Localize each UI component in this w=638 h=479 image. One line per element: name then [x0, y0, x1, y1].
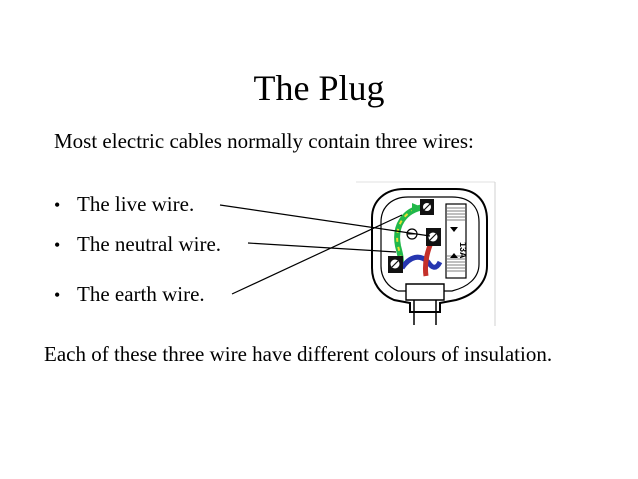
outro-text: Each of these three wire have different … — [44, 342, 553, 366]
bullet-live-wire: • The live wire. — [54, 191, 194, 218]
fuse-rating: 13A — [458, 242, 468, 259]
fuse-arrow-icon — [450, 227, 458, 232]
pointer-earth — [231, 214, 403, 295]
earth-wire-tip — [412, 203, 424, 214]
slide-title: The Plug — [253, 68, 385, 108]
bullet-label: The neutral wire. — [77, 232, 222, 256]
bullet-dot: • — [54, 195, 61, 215]
cable-exit — [413, 300, 437, 325]
pointer-neutral — [247, 242, 397, 253]
bullet-label: The live wire. — [77, 192, 195, 216]
bullet-neutral-wire: • The neutral wire. — [54, 231, 221, 258]
cable-grip — [405, 283, 445, 301]
bullet-earth-wire: • The earth wire. — [54, 281, 205, 308]
plug-inner-outline — [380, 196, 480, 292]
bullet-label: The earth wire. — [77, 282, 205, 306]
bullet-dot: • — [54, 235, 61, 255]
intro-text: Most electric cables normally contain th… — [54, 129, 474, 153]
fuse-holder — [445, 203, 467, 279]
fuse-arrow-icon — [450, 253, 458, 258]
bullet-dot: • — [54, 285, 61, 305]
pointer-live — [219, 204, 431, 237]
